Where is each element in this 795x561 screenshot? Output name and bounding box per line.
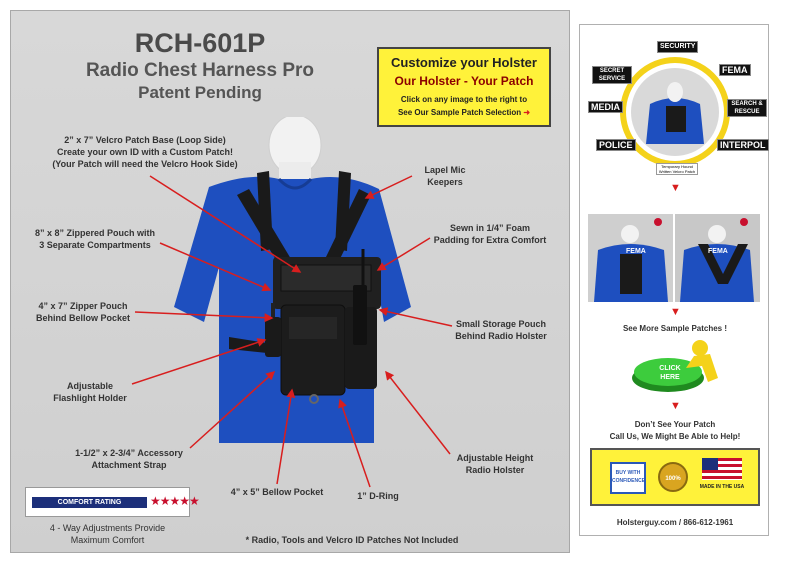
patch-security[interactable]: SECURITY [657,41,699,53]
sample-patch-photos[interactable] [588,214,760,302]
arrow-right-icon: ➜ [523,108,531,117]
customize-line1: Click on any image to the right to [400,95,528,104]
wheel-mannequin [667,82,683,102]
photo-front-harness [620,254,642,294]
comfort-rating-badge: COMFORT RATING ★★★★★ [25,487,200,517]
customize-line2: See Our Sample Patch Selection ➜ [397,108,531,117]
figure-head-icon [692,340,708,356]
d-ring-label: 1” D-Ring [357,491,399,501]
see-more-patches[interactable]: See More Sample Patches ! [622,324,728,333]
customize-tagline: Our Holster - Your Patch [394,74,534,88]
patch-media[interactable]: MEDIA [588,101,623,113]
arrow-down-icon: ▼ [670,400,681,412]
click-here-button[interactable] [628,338,726,396]
customize-holster-box[interactable]: Customize your Holster Our Holster - You… [377,47,551,127]
right-shoulder-strap [335,171,351,251]
contact-info[interactable]: Holsterguy.com / 866-612-1961 [616,518,734,527]
temporary-patch-note: Temporary Hound Written Velcro Patch [656,163,698,175]
radio [353,285,367,345]
flag-icon-back [740,218,748,226]
patch-wheel-image[interactable] [600,44,750,174]
dont-see-patch: Don’t See Your Patch [634,420,716,429]
call-us-note: Call Us, We Might Be Able to Help! [609,432,741,441]
product-name: Radio Chest Harness Pro [85,60,315,81]
photo-fema-patch: FEMA [626,248,646,255]
wheel-harness [666,106,686,132]
patch-fema[interactable]: FEMA [719,64,751,76]
click-here-label: CLICK HERE [659,365,681,381]
bellow-pocket-flap [289,317,337,339]
model-title: RCH-601P [134,28,266,58]
photo-back-head [708,225,726,243]
customize-title: Customize your Holster [391,55,537,70]
flag-icon-front [654,218,662,226]
patch-interpol[interactable]: INTERPOL [717,139,769,151]
d-ring [309,394,319,404]
made-in-usa-label: MADE IN THE USA [699,484,745,490]
flashlight-holder [265,317,281,357]
figure-body-icon [686,354,718,382]
bellow-pocket-label: 4” x 5” Bellow Pocket [230,487,324,497]
photo-fema-patch-back: FEMA [708,248,728,255]
patent-status: Patent Pending [138,83,262,102]
footnote: * Radio, Tools and Velcro ID Patches Not… [245,535,459,545]
photo-back-harness [698,244,748,284]
us-flag-icon [702,458,742,480]
guarantee-seal-badge: 100% [658,462,688,492]
patch-secret-service[interactable]: SECRET SERVICE [592,66,632,84]
arrow-down-icon: ▼ [670,182,681,194]
velcro-patch-label: 2” x 7” Velcro Patch Base (Loop Side) Cr… [52,135,238,169]
patch-police[interactable]: POLICE [596,139,636,151]
comfort-rating-label: COMFORT RATING [32,497,147,508]
photo-front-head [621,225,639,243]
star-icons: ★★★★★ [150,494,200,508]
us-flag-canton [702,458,718,470]
arrow-down-icon: ▼ [670,306,681,318]
button-top [634,358,702,386]
patch-search-rescue[interactable]: SEARCH & RESCUE [727,99,767,117]
